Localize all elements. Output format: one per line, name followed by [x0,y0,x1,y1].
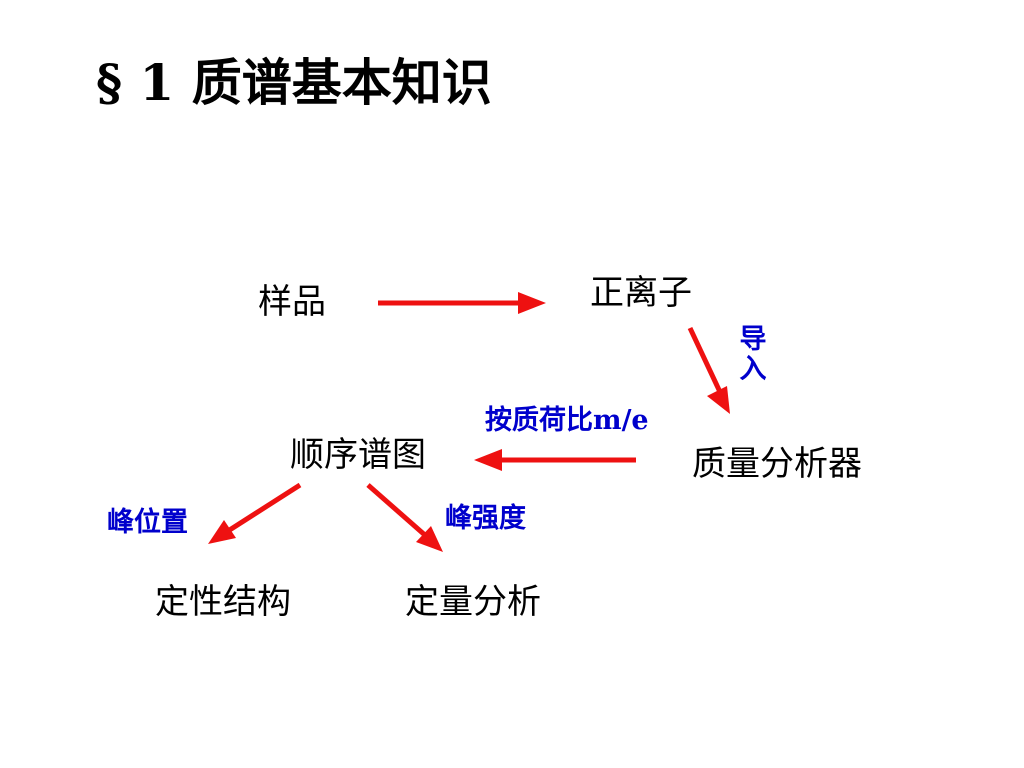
node-spectrum: 顺序谱图 [290,435,426,475]
node-positive-ion: 正离子 [590,273,692,313]
arrow-sample-to-ion [378,292,546,314]
edge-label-peak-position: 峰位置 [107,507,188,538]
node-sample: 样品 [258,282,326,322]
arrow-group [208,292,730,552]
edge-label-by-mz: 按质荷比m/e [485,405,649,436]
arrow-spectrum-to-qualitative [208,482,302,544]
edge-label-peak-intensity: 峰强度 [445,503,526,534]
arrow-analyzer-to-spectrum [474,449,636,471]
node-mass-analyzer: 质量分析器 [692,444,862,484]
edge-label-import: 导入 [739,324,767,386]
node-quantitative: 定量分析 [405,582,541,622]
arrow-spectrum-to-quantitative [366,483,443,552]
slide-title: § 1 质谱基本知识 [96,53,492,112]
arrow-ion-to-analyzer [687,326,730,414]
node-qualitative: 定性结构 [155,582,291,622]
